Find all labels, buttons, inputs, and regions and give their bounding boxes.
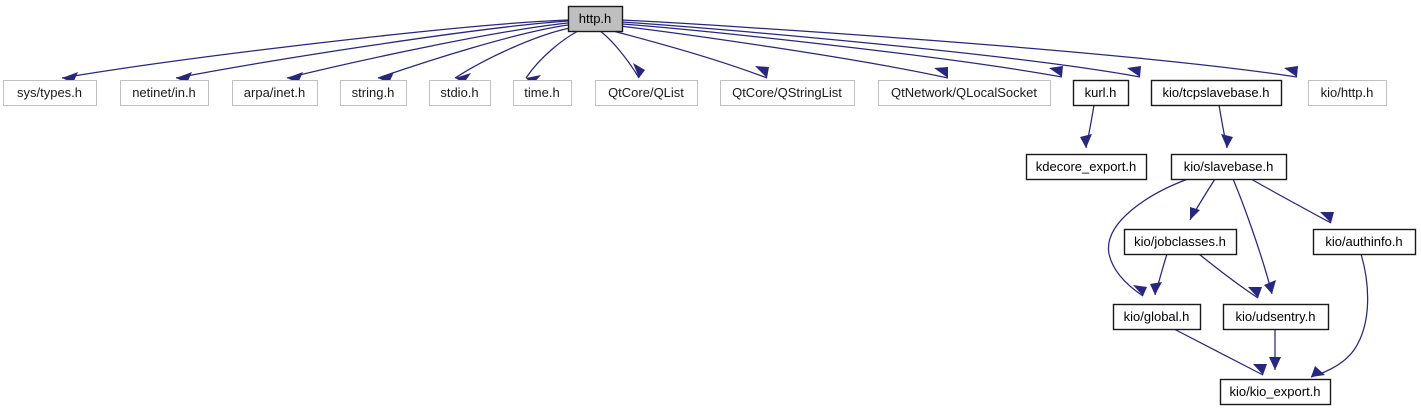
edge-line — [61, 19, 569, 79]
edge-line — [286, 22, 569, 79]
edge-arrowhead-icon — [1284, 66, 1298, 77]
node-box[interactable] — [1025, 153, 1148, 181]
edge-line — [621, 19, 1298, 78]
graph-edge-kio_slavebase_h-to-kio_authinfo_h — [1250, 178, 1334, 224]
node-box — [340, 80, 407, 106]
graph-node-qtcore_qlist: QtCore/QList — [595, 80, 698, 106]
edge-arrowhead-icon — [1248, 287, 1262, 298]
node-box — [1308, 80, 1387, 106]
graph-node-kio_http_h: kio/http.h — [1308, 80, 1387, 106]
edge-line — [599, 30, 640, 79]
graph-edge-kio_slavebase_h-to-kio_udsentry_h — [1232, 178, 1276, 295]
node-box[interactable] — [1219, 378, 1332, 406]
graph-edge-http_h-to-arpa_inet_h — [286, 22, 569, 83]
graph-edge-kurl_h-to-kdecore_export_h — [1080, 104, 1095, 149]
node-box[interactable] — [1072, 79, 1130, 107]
edge-line — [175, 20, 569, 79]
edge-line — [377, 24, 569, 79]
edge-arrowhead-icon — [1221, 134, 1233, 148]
graph-node-kio_slavebase_h[interactable]: kio/slavebase.h — [1170, 153, 1288, 181]
edge-arrowhead-icon — [1133, 285, 1147, 296]
graph-node-kio_tcpslavebase_h[interactable]: kio/tcpslavebase.h — [1150, 79, 1283, 107]
node-box — [513, 80, 572, 106]
graph-node-stdio_h: stdio.h — [429, 80, 491, 106]
node-box[interactable] — [1170, 153, 1288, 181]
edge-arrowhead-icon — [1190, 207, 1200, 220]
edge-line — [608, 29, 768, 79]
graph-node-sys_types_h: sys/types.h — [3, 80, 97, 106]
graph-edge-http_h-to-sys_types_h — [61, 19, 569, 83]
edge-arrowhead-icon — [1253, 364, 1267, 375]
graph-node-kio_global_h[interactable]: kio/global.h — [1112, 303, 1202, 331]
edge-line — [525, 30, 579, 79]
graph-node-kurl_h[interactable]: kurl.h — [1072, 79, 1130, 107]
node-box[interactable] — [567, 5, 624, 33]
graph-edge-http_h-to-stdio_h — [454, 27, 571, 83]
edge-line — [621, 21, 1141, 78]
graph-edge-http_h-to-qtcore_qlist — [599, 30, 645, 79]
graph-edge-http_h-to-qtcore_qstringlist — [608, 29, 769, 79]
edge-arrowhead-icon — [1150, 282, 1162, 295]
graph-edge-http_h-to-kio_tcpslavebase_h — [621, 21, 1141, 78]
graph-edge-kio_tcpslavebase_h-to-kio_slavebase_h — [1218, 104, 1233, 149]
node-box — [720, 80, 855, 106]
edge-arrowhead-icon — [1264, 280, 1276, 294]
node-box[interactable] — [1312, 228, 1417, 256]
graph-node-string_h: string.h — [340, 80, 407, 106]
edge-line — [454, 27, 571, 79]
edge-arrowhead-icon — [934, 67, 948, 78]
graph-node-qtcore_qstringlist: QtCore/QStringList — [720, 80, 855, 106]
graph-edge-kio_jobclasses_h-to-kio_udsentry_h — [1198, 253, 1262, 299]
edge-arrowhead-icon — [1320, 212, 1334, 223]
edge-arrowhead-icon — [633, 63, 645, 78]
graph-node-http_h[interactable]: http.h — [567, 5, 624, 33]
node-box — [878, 80, 1051, 106]
graph-edge-kio_slavebase_h-to-kio_jobclasses_h — [1189, 178, 1216, 221]
graph-edge-kio_udsentry_h-to-kio_kio_export_h — [1269, 329, 1281, 370]
node-box — [3, 80, 97, 106]
node-box[interactable] — [1222, 303, 1330, 331]
edge-arrowhead-icon — [455, 73, 471, 83]
graph-edge-http_h-to-netinet_in_h — [175, 20, 569, 83]
graph-edge-kio_authinfo_h-to-kio_kio_export_h — [1310, 253, 1369, 378]
graph-edges-layer — [61, 19, 1369, 378]
edge-arrowhead-icon — [1080, 134, 1092, 148]
edge-line — [1310, 253, 1369, 378]
graph-node-time_h: time.h — [513, 80, 572, 106]
graph-edge-kio_global_h-to-kio_kio_export_h — [1173, 328, 1267, 376]
edge-arrowhead-icon — [1127, 66, 1141, 77]
edge-line — [619, 25, 949, 79]
graph-edge-kio_jobclasses_h-to-kio_global_h — [1150, 253, 1168, 296]
graph-node-kio_authinfo_h[interactable]: kio/authinfo.h — [1312, 228, 1417, 256]
edge-line — [1107, 178, 1189, 297]
graph-node-kio_udsentry_h[interactable]: kio/udsentry.h — [1222, 303, 1330, 331]
node-box — [595, 80, 698, 106]
graph-edge-http_h-to-qtnetwork_qls — [619, 25, 949, 79]
edge-arrowhead-icon — [1269, 357, 1281, 370]
graph-node-qtnetwork_qls: QtNetwork/QLocalSocket — [878, 80, 1051, 106]
node-box — [232, 80, 318, 106]
edge-line — [1198, 253, 1259, 299]
node-box — [429, 80, 491, 106]
graph-node-kdecore_export_h[interactable]: kdecore_export.h — [1025, 153, 1148, 181]
edge-arrowhead-icon — [1311, 366, 1325, 377]
graph-edge-http_h-to-kio_http_h — [621, 19, 1298, 78]
graph-edge-kio_slavebase_h-to-kio_global_h — [1107, 178, 1189, 297]
edge-arrowhead-icon — [755, 66, 769, 78]
graph-edge-http_h-to-kurl_h — [621, 23, 1063, 78]
graph-node-kio_kio_export_h[interactable]: kio/kio_export.h — [1219, 378, 1332, 406]
graph-node-netinet_in_h: netinet/in.h — [120, 80, 209, 106]
edge-line — [621, 23, 1063, 78]
edge-line — [1173, 328, 1264, 376]
edge-line — [1250, 178, 1332, 224]
edge-line — [1232, 178, 1273, 295]
node-box[interactable] — [1150, 79, 1283, 107]
node-box[interactable] — [1123, 228, 1238, 256]
edge-arrowhead-icon — [1049, 66, 1063, 77]
node-box[interactable] — [1112, 303, 1202, 331]
graph-node-kio_jobclasses_h[interactable]: kio/jobclasses.h — [1123, 228, 1238, 256]
node-box — [120, 80, 209, 106]
graph-node-arpa_inet_h: arpa/inet.h — [232, 80, 318, 106]
